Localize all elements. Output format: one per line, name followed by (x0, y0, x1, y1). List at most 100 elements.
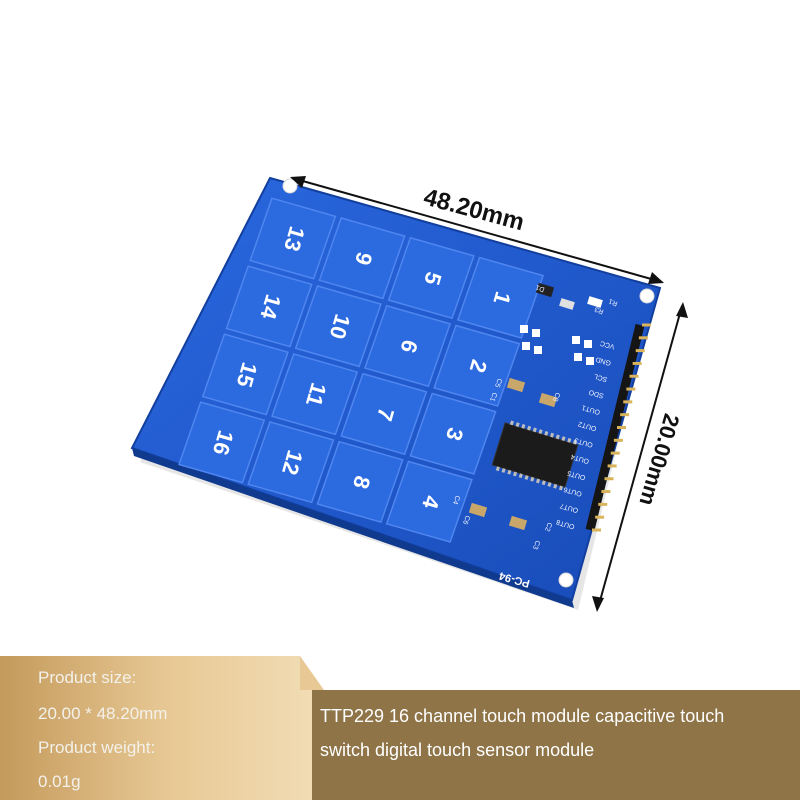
ic-pin (507, 469, 512, 475)
mount-hole (639, 288, 655, 304)
pin-label: OUT7 (559, 502, 579, 514)
header-pin (601, 490, 611, 494)
header-pin (635, 349, 645, 353)
touch-pad-13 (249, 197, 337, 280)
ic-pin (567, 438, 572, 443)
panel-notch (300, 656, 324, 690)
ic-pin (538, 429, 543, 434)
header-pin (604, 477, 614, 481)
touch-pad-11 (270, 353, 359, 436)
ic-pin (561, 436, 566, 441)
component-label-c6: C6 (461, 514, 471, 525)
header-pin (613, 438, 623, 442)
ic-pin (558, 485, 563, 491)
mount-hole (282, 178, 298, 194)
component-label-r3: R3 (594, 305, 605, 315)
touch-pad-15 (201, 333, 289, 416)
header-pin (592, 528, 601, 532)
ic-pin (530, 476, 535, 482)
ic-pin (495, 466, 500, 472)
pin-label: OUT4 (570, 452, 590, 464)
header-pin (598, 502, 608, 506)
pin-header-body (585, 323, 645, 532)
ic-pin (527, 425, 532, 431)
product-size-value: 20.00 * 48.20mm (38, 704, 168, 723)
panel-spacer (300, 656, 800, 690)
ic-pin (547, 482, 552, 487)
component-label-r1: R1 (608, 297, 619, 307)
header-pin (642, 323, 651, 327)
ic-pin (553, 483, 558, 489)
description-line-2: switch digital touch sensor module (320, 740, 595, 760)
touch-pad-10 (294, 285, 382, 368)
pin-label: GND (595, 355, 612, 366)
touch-pad-7 (340, 372, 428, 456)
pin-label: OUT1 (581, 403, 601, 415)
pin-label: OUT5 (566, 469, 586, 481)
pin-label: VCC (599, 339, 615, 350)
touch-pad-9 (318, 217, 406, 300)
ic-pin (544, 431, 549, 436)
header-pin (620, 413, 630, 417)
component-label-c1: C1 (488, 391, 498, 402)
component-label-c2: C2 (543, 521, 553, 532)
ic-pin (536, 478, 541, 484)
pin-label: SCL (593, 372, 608, 383)
header-pin (638, 336, 648, 340)
ic-pin (550, 432, 555, 438)
touch-pad-6 (363, 304, 452, 388)
pin-label: OUT2 (577, 420, 597, 432)
touch-pad-8 (316, 440, 404, 524)
component-label-c4: C4 (451, 494, 461, 505)
ic-chip (491, 420, 579, 491)
mount-hole (558, 572, 574, 588)
pin-label: OUT3 (574, 436, 594, 448)
pin-labels: VCC GND SCL SDO OUT1OUT2OUT3OUT4OUT5OUT6OUT7… (556, 339, 616, 530)
ic-pin (532, 427, 537, 433)
ic-pin (518, 473, 523, 479)
touch-pad-14 (225, 265, 313, 348)
header-pin (629, 374, 639, 378)
ic-pin (513, 471, 518, 477)
ic-pin (509, 420, 514, 426)
product-weight-value: 0.01g (38, 772, 81, 791)
component-label-d1: D1 (535, 283, 546, 293)
description-line-1: TTP229 16 channel touch module capacitiv… (320, 706, 725, 726)
component-label-c8: C8 (551, 391, 561, 402)
component-label-c3: C3 (531, 539, 541, 550)
product-size-label: Product size: (38, 668, 137, 687)
smd-components (468, 282, 603, 531)
touch-pad-4 (385, 460, 473, 543)
product-weight-label: Product weight: (38, 738, 156, 757)
pin-label: OUT8 (556, 518, 576, 530)
header-pin (610, 451, 620, 455)
ic-pin (524, 475, 529, 480)
touch-pad-1 (456, 256, 545, 339)
header-pin (626, 387, 636, 391)
ic-pin (521, 423, 526, 429)
ic-pin (572, 439, 578, 445)
pin-header (585, 323, 651, 532)
ic-pin (555, 434, 560, 440)
pin-label: OUT6 (563, 485, 583, 497)
component-label-c5: C5 (493, 377, 503, 388)
header-pin (632, 361, 642, 365)
touch-pad-5 (387, 236, 475, 320)
ic-pin (541, 480, 546, 486)
ic-pin (515, 422, 520, 427)
touch-pad-16 (178, 401, 266, 484)
touch-pad-3 (409, 392, 497, 475)
description-panel: TTP229 16 channel touch module capacitiv… (300, 690, 800, 800)
header-pin (623, 400, 633, 404)
pin-label: SDO (588, 388, 605, 399)
touch-pad-12 (247, 421, 335, 504)
header-pin (617, 426, 626, 429)
pcb-edge (132, 448, 574, 608)
touch-pad-2 (433, 324, 521, 407)
height-label: 20.00mm (634, 411, 684, 508)
header-pin (607, 464, 617, 468)
spec-panel: Product size: 20.00 * 48.20mm Product we… (0, 656, 312, 800)
